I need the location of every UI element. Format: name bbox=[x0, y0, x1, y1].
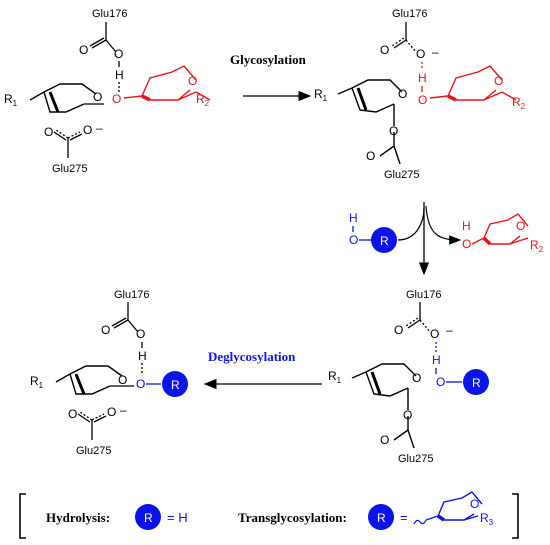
glu176-label-3: Glu176 bbox=[406, 289, 441, 301]
legend-ring-o: O bbox=[470, 497, 479, 511]
r1-label-3: R1 bbox=[328, 369, 342, 385]
acceptor-step: H O R H O O R2 bbox=[349, 202, 544, 276]
r-group-label-3: R bbox=[472, 376, 481, 390]
sugar-ring-black-4 bbox=[55, 365, 123, 395]
glu176-o-4b: O bbox=[136, 327, 145, 341]
glu275-label-4: Glu275 bbox=[76, 445, 111, 457]
glu275-label-2: Glu275 bbox=[384, 169, 419, 181]
legend-sugar-ring bbox=[425, 491, 483, 522]
legend-r-label-2: R bbox=[377, 511, 386, 525]
glu275-charge-4: – bbox=[120, 403, 127, 417]
ring-o-red: O bbox=[188, 74, 197, 88]
glu176-label-4: Glu176 bbox=[114, 289, 149, 301]
glu176-label: Glu176 bbox=[92, 8, 127, 20]
glu176-o-3b: O bbox=[430, 327, 439, 341]
glu275-charge: – bbox=[96, 121, 103, 135]
panel-covalent-intermediate: Glu176 O O – H O O R2 bbox=[314, 8, 526, 181]
glycosylation-label: Glycosylation bbox=[230, 52, 307, 67]
r-group-label: R bbox=[380, 234, 389, 248]
hydrolysis-label: Hydrolysis: bbox=[46, 510, 110, 525]
red-o: O bbox=[418, 93, 427, 107]
r-group-circle bbox=[371, 227, 397, 253]
ester-o-2: O bbox=[389, 124, 398, 138]
carboxylate-glu275-4 bbox=[77, 411, 107, 440]
glu176-o-carbonyl: O bbox=[79, 43, 88, 57]
released-o: O bbox=[462, 237, 471, 251]
blue-h: H bbox=[432, 353, 441, 367]
r1-label: R1 bbox=[4, 92, 18, 108]
legend-r-circle-2 bbox=[368, 504, 394, 530]
glu275-o-right: O bbox=[83, 123, 92, 137]
transglycosylation-label: Transglycosylation: bbox=[238, 510, 347, 525]
ring-o-black: O bbox=[93, 90, 102, 104]
glu275-label: Glu275 bbox=[52, 163, 87, 175]
r1-label-4: R1 bbox=[30, 374, 44, 390]
r3-label: R3 bbox=[480, 511, 494, 527]
glu176-o-hydroxyl: O bbox=[114, 47, 123, 61]
sugar-ring-black-2 bbox=[337, 79, 403, 165]
r-group-label-4: R bbox=[171, 378, 180, 392]
carboxylate-glu275 bbox=[53, 129, 83, 158]
carbonyl-o-2: O bbox=[366, 149, 375, 163]
carboxylate-glu176-3 bbox=[405, 302, 431, 333]
acceptor-o: O bbox=[349, 233, 358, 247]
ring-o-black-3: O bbox=[412, 371, 421, 385]
carboxylate-glu176-2 bbox=[391, 22, 417, 53]
panel-product: Glu176 O O H R1 O O R O bbox=[30, 289, 188, 457]
glu176-label-2: Glu176 bbox=[392, 8, 427, 20]
acid-proton: H bbox=[115, 68, 124, 82]
r-group-circle-4 bbox=[162, 371, 188, 397]
release-curve bbox=[425, 205, 462, 245]
legend-bracket-left bbox=[19, 493, 26, 539]
released-h: H bbox=[462, 219, 471, 233]
acceptor-curve bbox=[397, 207, 425, 241]
glu275-o-left: O bbox=[44, 125, 53, 139]
glu176-o-2a: O bbox=[380, 43, 389, 57]
legend-r-circle-1 bbox=[135, 504, 161, 530]
glu275-o-4b: O bbox=[107, 405, 116, 419]
glu275-label-3: Glu275 bbox=[398, 453, 433, 465]
r2-label: R2 bbox=[196, 92, 210, 108]
red-h: H bbox=[418, 71, 427, 85]
ring-o-black-4: O bbox=[118, 373, 127, 387]
hydrolysis-equals-h: = H bbox=[167, 510, 188, 525]
transglycosylation-equals: = bbox=[400, 510, 408, 525]
carboxylate-glu176 bbox=[89, 22, 117, 53]
ester-o-3: O bbox=[403, 408, 412, 422]
carbonyl-o-3: O bbox=[380, 433, 389, 447]
r1-label-2: R1 bbox=[314, 87, 328, 103]
sugar-ring-red-2 bbox=[429, 65, 517, 102]
legend: Hydrolysis: R = H Transglycosylation: R … bbox=[19, 491, 519, 539]
acid-proton-4: H bbox=[138, 349, 147, 363]
r-group-circle-3 bbox=[463, 369, 489, 395]
carboxylate-glu176-4 bbox=[111, 302, 139, 333]
r2-label-3: R2 bbox=[530, 238, 544, 254]
panel-acceptor-complex: Glu176 O O – H O R R1 O O O Glu275 bbox=[328, 289, 489, 465]
panel-initial-complex: Glu176 O O H R1 O O bbox=[4, 8, 211, 175]
product-o: O bbox=[136, 377, 145, 391]
sugar-ring-black-3 bbox=[351, 363, 417, 449]
ring-o-black-2: O bbox=[398, 87, 407, 101]
glu176-charge-3: – bbox=[446, 323, 453, 337]
legend-r-label-1: R bbox=[144, 511, 153, 525]
legend-bracket-right bbox=[512, 493, 519, 539]
released-sugar-ring bbox=[471, 213, 529, 246]
glycosidic-o: O bbox=[112, 92, 121, 106]
wavy-bond-icon bbox=[413, 519, 427, 525]
acceptor-h: H bbox=[349, 211, 358, 225]
glu176-o-2b: O bbox=[416, 47, 425, 61]
deglycosylation-label: Deglycosylation bbox=[208, 349, 296, 364]
released-ring-o: O bbox=[516, 219, 525, 233]
glu176-o-4a: O bbox=[101, 323, 110, 337]
sugar-ring-red bbox=[123, 65, 211, 102]
glu275-o-4a: O bbox=[68, 407, 77, 421]
glu176-o-3a: O bbox=[394, 323, 403, 337]
glu176-charge-2: – bbox=[432, 45, 439, 59]
blue-o: O bbox=[436, 375, 445, 389]
r2-label-2: R2 bbox=[512, 95, 526, 111]
sugar-ring-black bbox=[29, 83, 97, 113]
ring-o-red-2: O bbox=[494, 74, 503, 88]
